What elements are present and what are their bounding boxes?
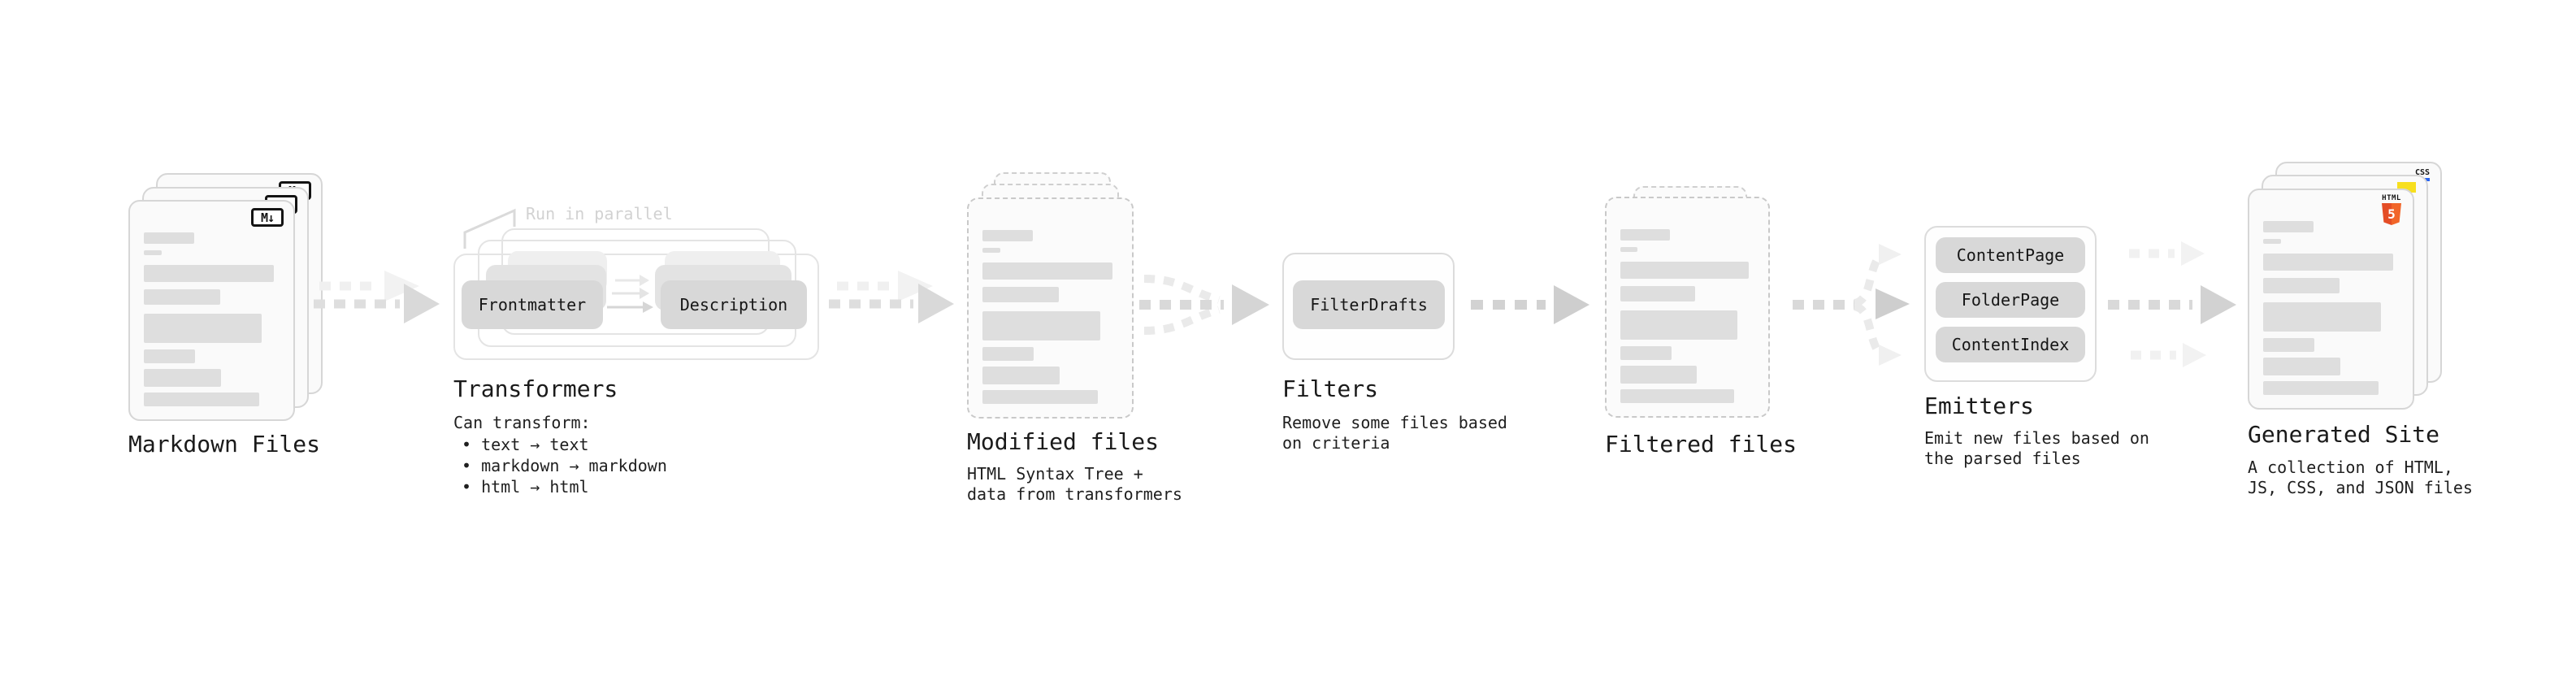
file-text-placeholder: [144, 232, 280, 406]
emitter-pill-contentpage: ContentPage: [1936, 237, 2085, 273]
arrow-emitters-to-generated: [2108, 241, 2236, 367]
filtered-file-card: [1605, 197, 1770, 418]
modified-file-card: [967, 197, 1134, 419]
emitters-label: Emitters: [1924, 393, 2034, 419]
arrow-filters-to-filtered: [1471, 285, 1589, 324]
file-text-placeholder: [982, 230, 1118, 404]
arrow-filtered-to-emitters-fanout: [1793, 244, 1910, 366]
transformers-bullet: • markdown → markdown: [462, 456, 667, 475]
filters-desc: Remove some files based: [1282, 413, 1507, 432]
transformers-frame-front: [453, 254, 819, 360]
filters-desc: on criteria: [1282, 433, 1390, 453]
transformer-pill-description: Description: [661, 280, 807, 329]
modified-files-label: Modified files: [967, 428, 1160, 455]
markdown-icon: M↓: [251, 208, 284, 227]
file-text-placeholder: [1620, 229, 1754, 403]
generated-file-card-front: HTML 5: [2248, 189, 2414, 410]
run-in-parallel-annotation: Run in parallel: [526, 204, 673, 223]
arrow-modified-to-filters-converge: [1139, 275, 1269, 335]
transformers-label: Transformers: [453, 375, 618, 402]
markdown-files-label: Markdown Files: [128, 431, 321, 458]
filter-pill-filterdrafts: FilterDrafts: [1293, 280, 1445, 329]
arrow-markdown-to-transformers: [314, 271, 440, 323]
file-text-placeholder: [2263, 221, 2399, 395]
emitter-pill-contentindex: ContentIndex: [1936, 327, 2085, 362]
transformers-desc-title: Can transform:: [453, 413, 591, 432]
transformer-pill-frontmatter: Frontmatter: [462, 280, 603, 329]
transformers-bullet: • text → text: [462, 435, 589, 454]
generated-site-desc: JS, CSS, and JSON files: [2248, 478, 2473, 497]
generated-site-desc: A collection of HTML,: [2248, 458, 2453, 477]
html5-icon: HTML 5: [2381, 195, 2402, 225]
arrow-transformers-to-modified: [829, 271, 954, 323]
generated-site-label: Generated Site: [2248, 421, 2440, 448]
emitters-desc: the parsed files: [1924, 449, 2081, 468]
emitters-desc: Emit new files based on: [1924, 428, 2149, 448]
filtered-files-label: Filtered files: [1605, 431, 1798, 458]
filters-label: Filters: [1282, 375, 1379, 402]
transformers-bullet: • html → html: [462, 477, 589, 497]
markdown-file-card-front: M↓: [128, 200, 295, 421]
modified-files-desc: data from transformers: [967, 484, 1182, 504]
modified-files-desc: HTML Syntax Tree +: [967, 464, 1143, 484]
emitter-pill-folderpage: FolderPage: [1936, 282, 2085, 318]
